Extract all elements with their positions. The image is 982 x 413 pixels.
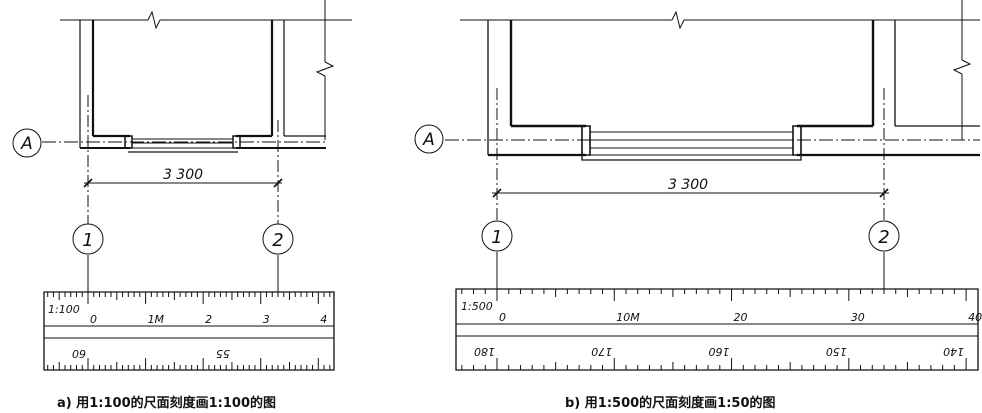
ruler-top-label: 20 — [734, 311, 748, 324]
diagram-b-ruler-scale-label: 1:500 — [461, 300, 493, 313]
diagram-b-window — [582, 126, 801, 160]
diagram-a-ruler-labels: 0 1M 2 3 4 60 55 — [72, 313, 327, 360]
diagram-a-ruler: 1:100 0 1M 2 3 4 60 55 — [44, 292, 334, 370]
diagram-a-grid-1-label: 1 — [82, 230, 93, 251]
ruler-top-label: 1M — [148, 313, 165, 326]
ruler-bottom-label: 180 — [474, 345, 495, 358]
ruler-bottom-label: 160 — [709, 345, 730, 358]
diagram-a-right-break-line — [317, 0, 333, 140]
diagram-b-axis-A-bubble — [415, 125, 443, 153]
ruler-bottom-label: 55 — [216, 347, 230, 360]
diagram-b-top-break-line — [460, 12, 980, 28]
diagram-a-axis-A-label: A — [20, 134, 33, 154]
ruler-bottom-label: 60 — [72, 347, 86, 360]
diagram-a-dimension-text: 3 300 — [163, 167, 203, 183]
diagram-b-walls — [488, 20, 980, 155]
diagram-a-ruler-ticks — [48, 292, 330, 370]
diagram-b-grid-lines — [497, 88, 884, 290]
ruler-bottom-label: 140 — [943, 345, 964, 358]
ruler-top-label: 2 — [205, 313, 212, 326]
ruler-top-label: 3 — [263, 313, 270, 326]
diagram-b-dimension-text: 3 300 — [668, 177, 708, 193]
ruler-top-label: 30 — [851, 311, 865, 324]
diagram-b-ruler: 1:500 0 10M 20 30 40 180 170 160 150 140 — [456, 289, 982, 370]
diagram-b-ruler-ticks — [462, 289, 966, 370]
ruler-top-label: 4 — [320, 313, 327, 326]
ruler-top-label: 40 — [968, 311, 982, 324]
diagram-b-caption: b) 用1:500的尺面刻度画1:50的图 — [565, 395, 776, 411]
diagram-b-grid-2-label: 2 — [878, 227, 889, 248]
ruler-bottom-label: 170 — [591, 345, 612, 358]
diagram-b-grid-1-label: 1 — [491, 227, 502, 248]
diagram-a-grid-1-bubble — [73, 224, 103, 254]
diagram-b-right-break-line — [954, 0, 970, 140]
diagram-b: A 1 2 3 300 1:500 0 10M 20 30 40 180 170 160 150… — [415, 0, 982, 411]
diagram-a-ruler-scale-label: 1:100 — [48, 303, 80, 316]
diagram-a-grid-2-bubble — [263, 224, 293, 254]
diagram-a-window — [125, 136, 240, 152]
diagram-a-grid-2-label: 2 — [272, 230, 283, 251]
diagram-b-grid-2-bubble — [869, 221, 899, 251]
diagram-b-grid-1-bubble — [482, 221, 512, 251]
ruler-top-label: 10M — [616, 311, 640, 324]
diagram-a-grid-lines — [88, 95, 278, 293]
diagram-a-caption: a) 用1:100的尺面刻度画1:100的图 — [57, 395, 276, 411]
diagram-b-dimension-line — [492, 189, 889, 197]
diagram-b-ruler-labels: 0 10M 20 30 40 180 170 160 150 140 — [474, 311, 982, 358]
diagram-a-walls — [80, 20, 326, 148]
diagram-a-dimension-line — [84, 179, 282, 187]
ruler-top-label: 0 — [90, 313, 97, 326]
diagram-a-axis-A-bubble — [13, 129, 41, 157]
ruler-top-label: 0 — [499, 311, 506, 324]
diagram-b-axis-A-label: A — [422, 130, 435, 150]
ruler-bottom-label: 150 — [826, 345, 847, 358]
diagram-a-top-break-line — [60, 12, 352, 28]
